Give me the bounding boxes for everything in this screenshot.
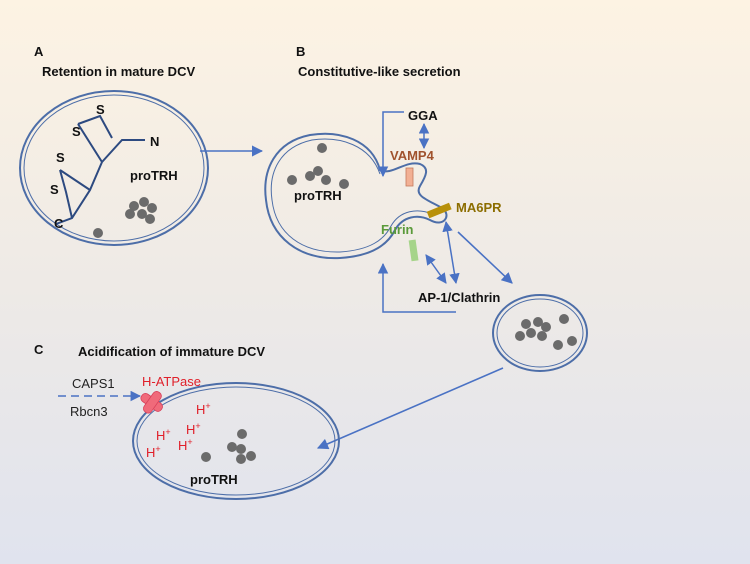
immature-dcv-membrane-inner <box>270 138 433 253</box>
panel-c-title: Acidification of immature DCV <box>78 344 265 359</box>
arrow-vesicle-to-c <box>316 367 504 450</box>
disulfide-bond-2 <box>59 169 73 219</box>
panel-c-cargo-label: proTRH <box>190 472 238 487</box>
ma6pr-ap1-arrow <box>442 220 460 285</box>
panel-a-granules <box>93 197 157 238</box>
proton-2: H+ <box>156 427 171 443</box>
immature-dcv-membrane <box>264 132 448 260</box>
caps1-label: CAPS1 <box>72 376 115 391</box>
disulfide-bond-1 <box>77 114 113 139</box>
immature-dcv-c <box>132 382 340 500</box>
secretory-vesicle <box>492 294 588 372</box>
c-terminus-label: C <box>54 216 64 231</box>
gga-label: GGA <box>408 108 438 123</box>
mature-dcv <box>19 90 209 246</box>
h-atpase-pump <box>140 391 163 414</box>
secretory-vesicle-granules <box>515 314 577 350</box>
sulfur-label-1: S <box>96 102 105 117</box>
ma6pr-label: MA6PR <box>456 200 502 215</box>
panel-b-cargo-label: proTRH <box>294 188 342 203</box>
protrh-peptide-chain <box>55 123 145 225</box>
rbcn3-label: Rbcn3 <box>70 404 108 419</box>
sulfur-label-2: S <box>72 124 81 139</box>
vamp4-protein <box>405 167 414 187</box>
furin-ap1-arrow <box>425 254 447 284</box>
panel-b-title: Constitutive-like secretion <box>298 64 461 79</box>
furin-label: Furin <box>381 222 414 237</box>
panel-c-letter: C <box>34 342 44 357</box>
panel-a-cargo-label: proTRH <box>130 168 178 183</box>
panel-a-letter: A <box>34 44 44 59</box>
panel-a-title: Retention in mature DCV <box>42 64 195 79</box>
proton-ions: H+ H+ H+ H+ H+ <box>146 401 211 460</box>
proton-3: H+ <box>186 421 201 437</box>
panel-c-granules <box>201 429 256 464</box>
n-terminus-label: N <box>150 134 159 149</box>
ma6pr-receptor <box>426 202 452 219</box>
proton-5: H+ <box>146 444 161 460</box>
vamp4-label: VAMP4 <box>390 148 435 163</box>
panel-b-letter: B <box>296 44 305 59</box>
sulfur-label-4: S <box>50 182 59 197</box>
proton-4: H+ <box>178 437 193 453</box>
proton-1: H+ <box>196 401 211 417</box>
ap1-clathrin-label: AP-1/Clathrin <box>418 290 500 305</box>
ap1-recruitment-arrow <box>377 262 456 313</box>
h-atpase-label: H-ATPase <box>142 374 201 389</box>
gga-recruitment-arrow <box>377 111 404 178</box>
furin-protein <box>408 239 419 262</box>
panel-b-granules <box>287 143 349 189</box>
sulfur-label-3: S <box>56 150 65 165</box>
arrow-to-secretory-vesicle <box>457 231 513 284</box>
